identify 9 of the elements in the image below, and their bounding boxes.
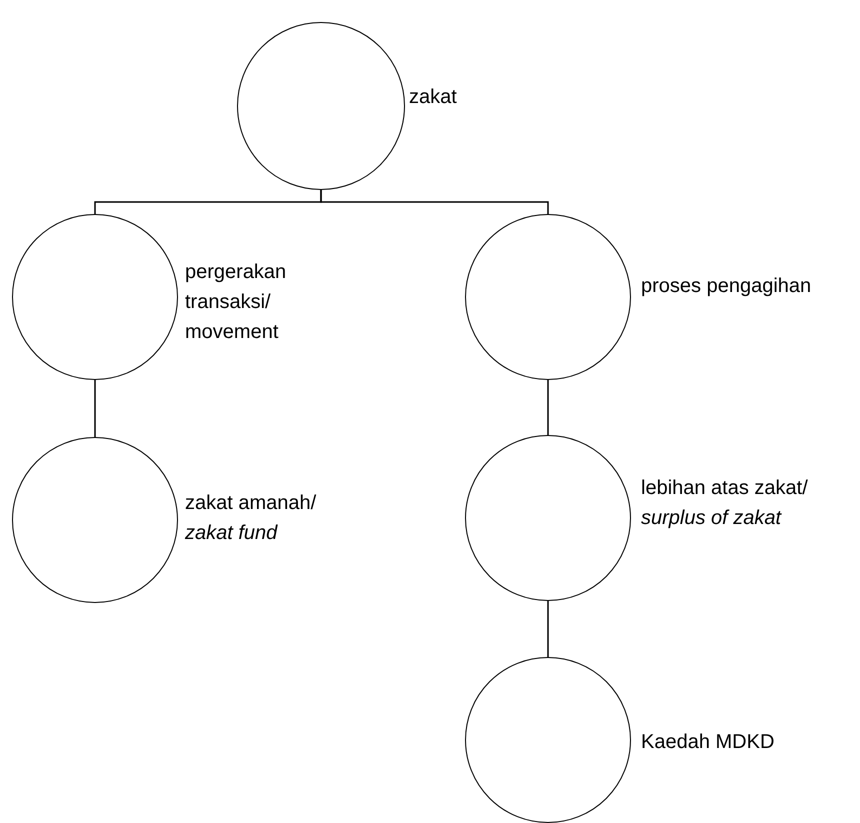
node-label: lebihan atas zakat/ surplus of zakat (641, 476, 809, 531)
node-label: Kaedah MDKD (641, 730, 776, 755)
node-label: zakat (409, 85, 458, 110)
connector-line (94, 380, 96, 437)
node-label: proses pengagihan (641, 274, 812, 299)
node-label: zakat amanah/ zakat fund (185, 491, 318, 546)
node-label: pergerakan transaksi/ movement (185, 260, 288, 345)
connector-line (547, 380, 549, 435)
connector-line (320, 190, 549, 214)
